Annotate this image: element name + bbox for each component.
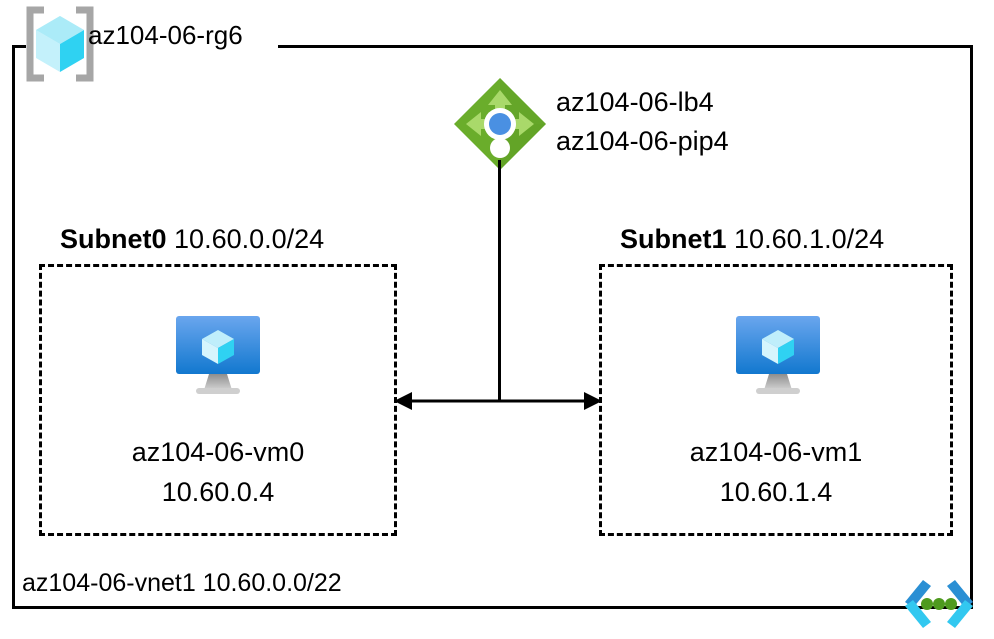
vm-0-labels: az104-06-vm0 10.60.0.4 [39,432,397,512]
resource-group-border-top-left [12,45,26,48]
virtual-machine-icon [728,312,828,398]
subnet-1-header: Subnet1 10.60.1.0/24 [620,222,884,256]
resource-group-border-bottom [12,606,973,609]
vnet-label: az104-06-vnet1 10.60.0.0/22 [22,569,342,597]
virtual-network-icon [893,578,985,634]
vm-0-name: az104-06-vm0 [131,437,305,467]
resource-group-border-right [970,45,973,609]
subnet-1-name: Subnet1 [620,224,727,254]
resource-group-label: az104-06-rg6 [88,20,243,50]
vm-0-ip: 10.60.0.4 [161,477,275,507]
vm-1-ip: 10.60.1.4 [719,477,833,507]
load-balancer-name: az104-06-lb4 [556,87,714,117]
public-ip-name: az104-06-pip4 [556,126,729,156]
subnet-0-boundary [39,264,397,536]
subnet-0-cidr: 10.60.0.0/24 [174,224,325,254]
subnet-0-header: Subnet0 10.60.0.0/24 [60,222,324,256]
load-balancer-labels: az104-06-lb4 az104-06-pip4 [556,83,729,161]
virtual-machine-icon [168,312,268,398]
resource-group-cube-icon [24,6,96,82]
resource-group-border-left [12,45,15,609]
load-balancer-icon [452,76,548,172]
resource-group-border-top-right [278,45,973,48]
vm-1-name: az104-06-vm1 [689,437,863,467]
subnet-peer-arrow [392,386,604,416]
subnet-1-cidr: 10.60.1.0/24 [734,224,885,254]
load-balancer-connector-line [498,160,501,402]
subnet-0-name: Subnet0 [60,224,167,254]
subnet-1-boundary [599,264,953,536]
vm-1-labels: az104-06-vm1 10.60.1.4 [597,432,955,512]
